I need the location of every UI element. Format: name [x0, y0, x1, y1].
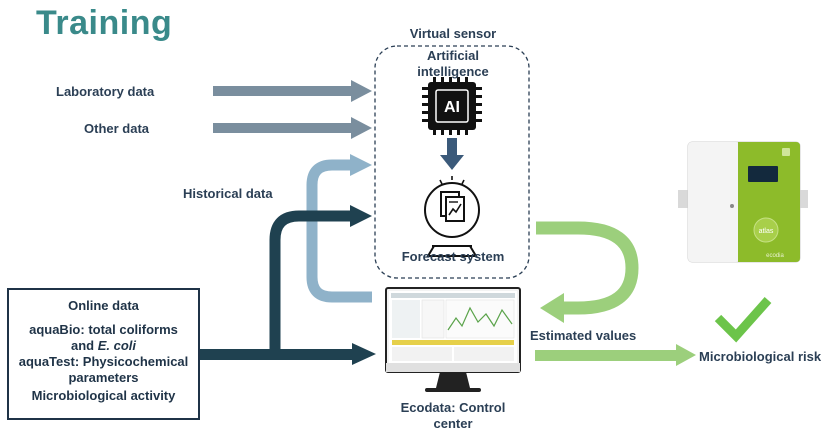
microbiological-risk-label: Microbiological risk: [699, 349, 822, 364]
historical-data-label: Historical data: [183, 186, 273, 201]
other-data-label: Other data: [84, 121, 150, 136]
forecast-system-icon: [424, 176, 480, 257]
historical-data-arrow: [306, 154, 372, 303]
other-data-arrow: [213, 117, 372, 139]
ai-chip-icon: [422, 77, 482, 135]
online-data-line2-prefix: and: [70, 338, 98, 353]
sensor-device: [678, 141, 808, 263]
page-title: Training: [36, 4, 173, 42]
virtual-sensor-label: Virtual sensor: [409, 26, 497, 41]
estimated-values-label: Estimated values: [530, 328, 637, 343]
online-data-line3: aquaTest: Physicochemical: [18, 354, 189, 369]
ai-label-line2: intelligence: [417, 64, 489, 79]
control-center-label-line2: center: [433, 416, 473, 431]
online-data-arrow: [200, 205, 376, 365]
ai-label-line1: Artificial: [426, 48, 479, 63]
online-data-line4: parameters: [68, 370, 139, 385]
control-center-monitor: [385, 287, 521, 392]
online-data-line2-italic: E. coli: [97, 338, 137, 353]
virtual-sensor-box: [374, 45, 530, 279]
check-icon: [714, 297, 772, 343]
forecast-system-label: Forecast system: [401, 249, 505, 264]
laboratory-data-label: Laboratory data: [56, 84, 155, 99]
online-data-heading: Online data: [68, 298, 139, 313]
control-center-label-line1: Ecodata: Control: [400, 400, 506, 415]
ai-to-forecast-arrow: [440, 138, 464, 170]
device-footer-text: ecodia: [766, 253, 784, 259]
online-data-line5: Microbiological activity: [31, 388, 176, 403]
online-data-line1: aquaBio: total coliforms: [29, 322, 178, 337]
risk-arrow: [535, 344, 696, 366]
online-data-box: Online data aquaBio: total coliforms and…: [7, 288, 200, 420]
device-brand-text: atlas: [759, 228, 774, 235]
ai-chip-text: AI: [444, 99, 460, 116]
online-data-line2: and E. coli: [9, 338, 198, 354]
laboratory-data-arrow: [213, 80, 372, 102]
estimated-values-arrow: [536, 221, 639, 323]
